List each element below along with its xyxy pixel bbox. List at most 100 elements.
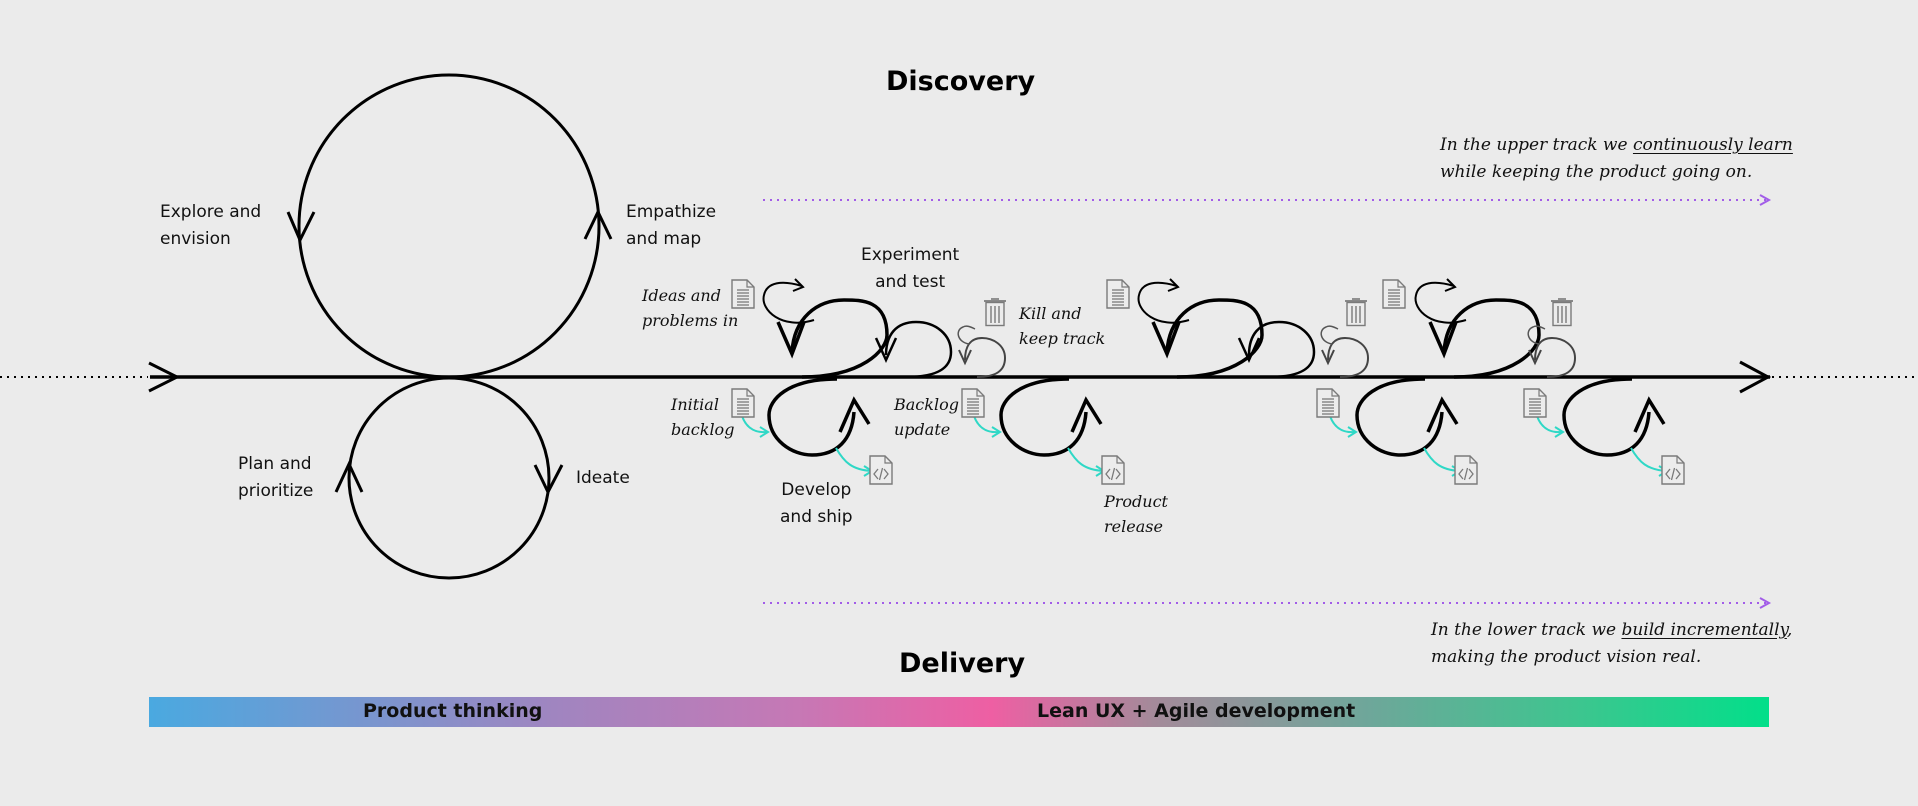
explore-label-line2: envision: [160, 229, 231, 249]
develop-2-input-arrowhead-icon: [991, 426, 1002, 438]
kill-label: Kill and keep track: [1019, 301, 1105, 351]
initial-backlog-line2: backlog: [671, 420, 735, 439]
experiment-1-arrow-icon: [776, 321, 806, 359]
empathize-label-line1: Empathize: [626, 202, 717, 222]
empathize-arrow-icon: [583, 208, 613, 240]
kill-1-loop: [964, 336, 1007, 378]
delivery-title: Delivery: [899, 648, 1026, 679]
release-label-line2: release: [1104, 517, 1163, 536]
develop-4-loop: [1562, 377, 1651, 457]
code-file-icon-1: [869, 455, 893, 485]
initial-backlog-label: Initial backlog: [671, 392, 734, 442]
plan-label-line1: Plan and: [238, 454, 312, 474]
phase-label-lean-agile: Lean UX + Agile development: [1037, 700, 1356, 722]
develop-label-line2: and ship: [780, 507, 853, 527]
backlog-update-label: Backlog update: [894, 392, 959, 442]
backlog-update-line2: update: [894, 420, 951, 439]
experiment-2-arrow-icon: [874, 337, 898, 364]
experiment-5-small-loop-arrow-icon: [1444, 278, 1457, 292]
experiment-1-loop: [790, 298, 889, 379]
experiment-3-arrow-icon: [1151, 321, 1181, 359]
discovery-document-icon-3: [1382, 279, 1406, 309]
kill-3-arrow-icon: [1528, 349, 1542, 366]
release-label: Product release: [1104, 489, 1168, 539]
lower-note-emphasis: build incrementally: [1621, 620, 1787, 640]
empathize-label-line2: and map: [626, 229, 702, 249]
lower-note-post: ,: [1786, 620, 1793, 640]
upper-note-line2: while keeping the product going on.: [1440, 162, 1753, 182]
develop-3-arrow-icon: [1426, 396, 1459, 433]
ideate-label: Ideate: [576, 468, 630, 488]
develop-label: Develop and ship: [780, 477, 853, 531]
experiment-label: Experiment and test: [861, 242, 959, 296]
backlog-update-document-icon: [961, 388, 985, 418]
timeline-start-arrow-icon: [148, 361, 181, 393]
kill-label-line2: keep track: [1019, 329, 1106, 348]
release-label-line1: Product: [1104, 492, 1168, 511]
experiment-1-small-loop: [762, 281, 815, 324]
experiment-4-arrow-icon: [1237, 337, 1261, 364]
ideas-label-line1: Ideas and: [642, 286, 721, 305]
initial-backlog-line1: Initial: [671, 395, 719, 414]
lower-track-arrow-head-icon: [1759, 597, 1772, 609]
kill-3-loop: [1534, 336, 1577, 378]
ideate-arrow-icon: [533, 464, 564, 496]
develop-1-loop: [767, 377, 856, 457]
experiment-2-loop: [884, 320, 953, 379]
experiment-3-loop: [1165, 298, 1264, 379]
explore-label: Explore and envision: [160, 199, 261, 253]
develop-3-input-arrowhead-icon: [1347, 426, 1358, 438]
kill-2-small-loop: [1320, 325, 1339, 345]
experiment-5-small-loop: [1414, 281, 1467, 324]
initial-backlog-document-icon: [731, 388, 755, 418]
experiment-label-line2: and test: [875, 272, 946, 292]
upper-note-pre: In the upper track we: [1440, 135, 1633, 155]
experiment-4-loop: [1247, 320, 1316, 379]
kill-1-small-loop: [957, 325, 976, 345]
upper-note-line1: In the upper track we continuously learn: [1440, 132, 1793, 159]
timeline-end-arrow-icon: [1739, 360, 1772, 394]
plan-arrow-icon: [334, 460, 364, 493]
phase-gradient-bar: Product thinking Lean UX + Agile develop…: [149, 697, 1769, 727]
discovery-big-circle: [297, 73, 601, 379]
kill-2-arrow-icon: [1321, 349, 1335, 366]
lower-track-note: In the lower track we build incrementall…: [1431, 617, 1792, 671]
develop-1-arrow-icon: [838, 396, 871, 433]
explore-label-line1: Explore and: [160, 202, 262, 222]
upper-track-arrow-head-icon: [1759, 194, 1772, 206]
develop-4-input-arrow: [1536, 415, 1564, 434]
code-file-icon-3: [1454, 455, 1478, 485]
upper-note-emphasis: continuously learn: [1632, 135, 1793, 155]
lower-note-pre: In the lower track we: [1431, 620, 1622, 640]
backlog-document-icon-4: [1523, 388, 1547, 418]
delivery-circle: [347, 376, 551, 580]
develop-1-input-arrow: [741, 415, 769, 434]
ideas-label-line2: problems in: [642, 311, 739, 330]
upper-track-note: In the upper track we continuously learn…: [1440, 132, 1793, 186]
lower-note-line2: making the product vision real.: [1431, 647, 1702, 667]
plan-label: Plan and prioritize: [238, 451, 313, 505]
backlog-document-icon-3: [1316, 388, 1340, 418]
phase-label-product-thinking: Product thinking: [363, 700, 543, 722]
develop-2-arrow-icon: [1070, 396, 1103, 433]
experiment-5-arrow-icon: [1428, 321, 1458, 359]
develop-2-input-arrow: [973, 415, 1001, 434]
develop-3-loop: [1355, 377, 1444, 457]
discovery-title: Discovery: [886, 66, 1036, 97]
develop-2-loop: [999, 377, 1088, 457]
lower-note-line1: In the lower track we build incrementall…: [1431, 617, 1792, 644]
kill-3-small-loop: [1527, 325, 1546, 345]
develop-label-line1: Develop: [781, 480, 852, 500]
kill-label-line1: Kill and: [1019, 304, 1082, 323]
develop-4-arrow-icon: [1633, 396, 1666, 433]
kill-1-arrow-icon: [958, 349, 972, 366]
kill-trash-icon-3: [1550, 298, 1574, 327]
code-file-icon-2: [1101, 455, 1125, 485]
empathize-label: Empathize and map: [626, 199, 716, 253]
develop-1-input-arrowhead-icon: [759, 426, 770, 438]
kill-trash-icon-1: [983, 298, 1007, 327]
kill-trash-icon-2: [1344, 298, 1368, 327]
kill-2-loop: [1327, 336, 1370, 378]
backlog-update-line1: Backlog: [894, 395, 959, 414]
